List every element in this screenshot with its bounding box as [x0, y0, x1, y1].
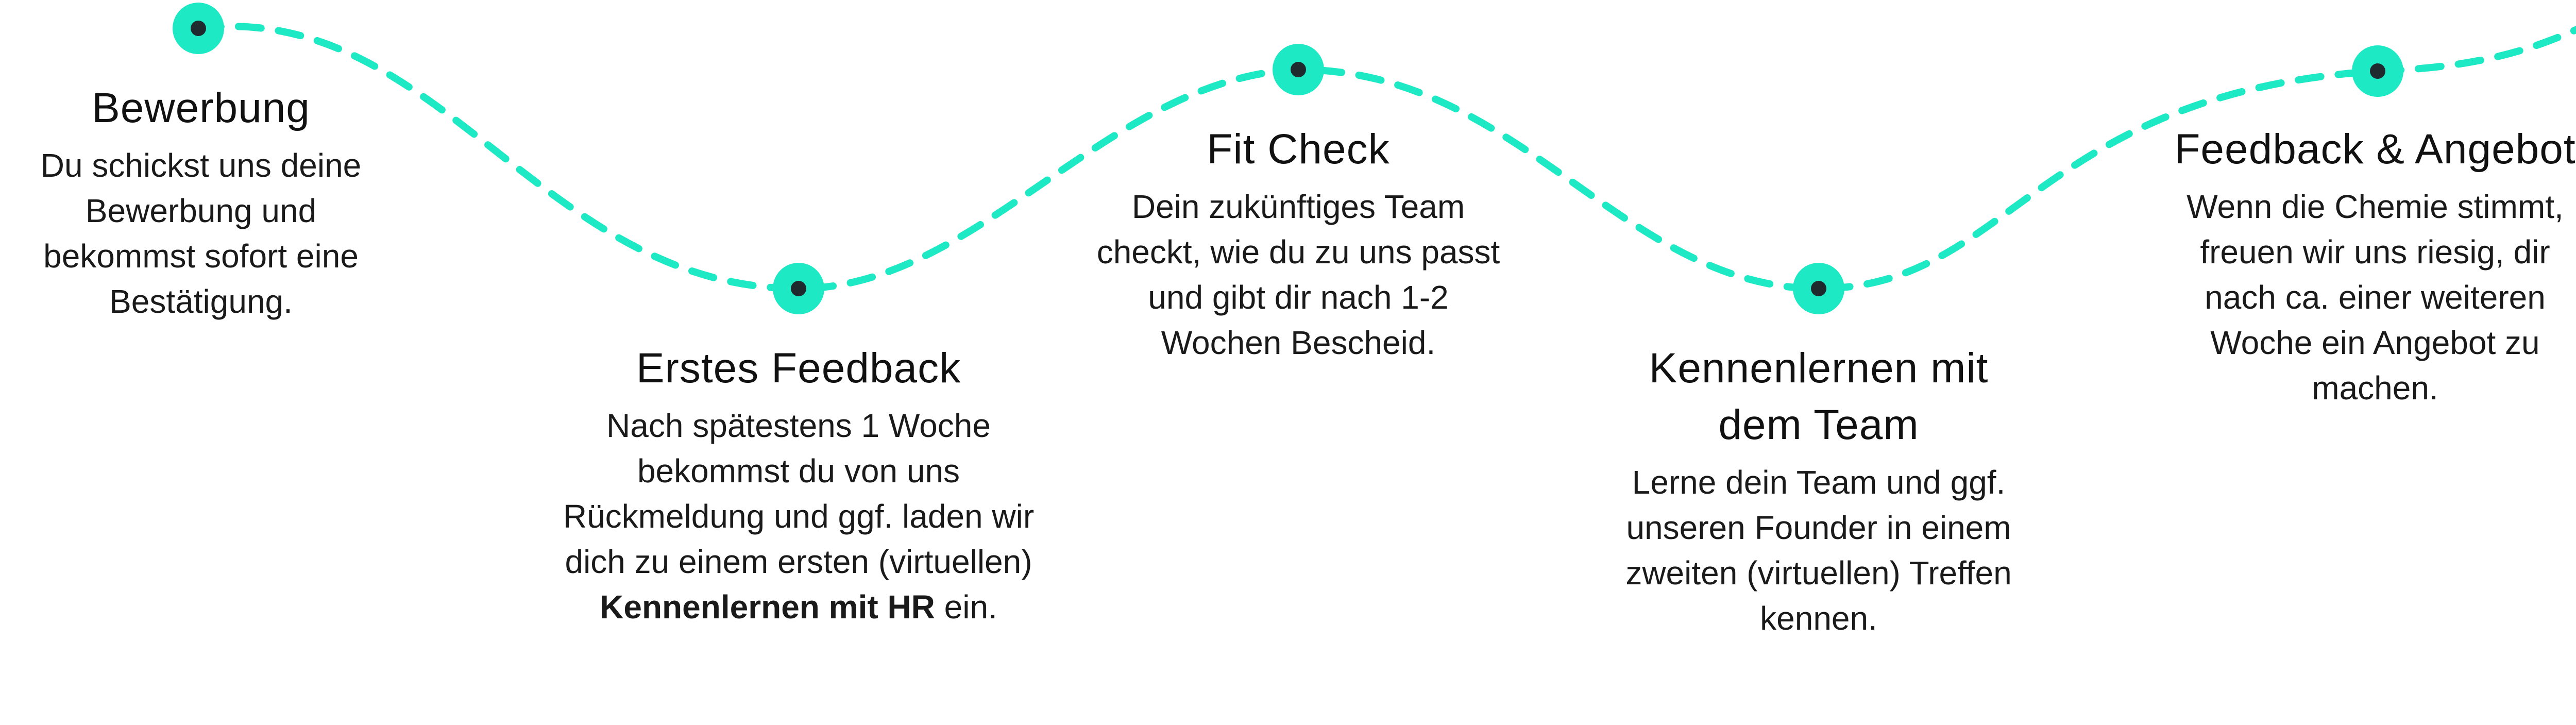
step-feedback-angebot: Feedback & Angebot Wenn die Chemie stimm…	[2133, 121, 2576, 411]
step-description-bold: Kennenlernen mit HR	[600, 588, 935, 626]
step-description: Dein zukünftiges Team checkt, wie du zu …	[1096, 188, 1500, 361]
step-fit-check: Fit Check Dein zukünftiges Team checkt, …	[1092, 121, 1504, 365]
step-description: Du schickst uns deine Bewerbung und beko…	[40, 147, 362, 320]
step-title: Feedback & Angebot	[2174, 126, 2576, 173]
step-marker-2	[773, 263, 824, 314]
step-marker-1	[173, 3, 224, 54]
step-marker-3	[1273, 44, 1324, 95]
step-marker-5	[2352, 45, 2403, 97]
step-description: Nach spätestens 1 Woche bekommst du von …	[559, 403, 1038, 630]
step-marker-4	[1793, 263, 1844, 314]
step-description: Lerne dein Team und ggf. unseren Founder…	[1625, 464, 2012, 637]
step-bewerbung: Bewerbung Du schickst uns deine Bewerbun…	[21, 80, 381, 324]
step-description-end: ein.	[944, 588, 997, 626]
step-kennenlernen-team: Kennenlernen mit dem Team Lerne dein Tea…	[1610, 340, 2027, 641]
step-description-text: Nach spätestens 1 Woche bekommst du von …	[563, 407, 1035, 580]
step-description: Wenn die Chemie stimmt, freuen wir uns r…	[2187, 188, 2564, 407]
step-title: Kennenlernen mit dem Team	[1649, 345, 1989, 448]
step-title: Fit Check	[1207, 126, 1390, 173]
timeline-path	[195, 23, 2576, 293]
step-erstes-feedback: Erstes Feedback Nach spätestens 1 Woche …	[554, 340, 1043, 630]
step-title: Erstes Feedback	[636, 345, 961, 392]
step-title: Bewerbung	[92, 85, 310, 131]
